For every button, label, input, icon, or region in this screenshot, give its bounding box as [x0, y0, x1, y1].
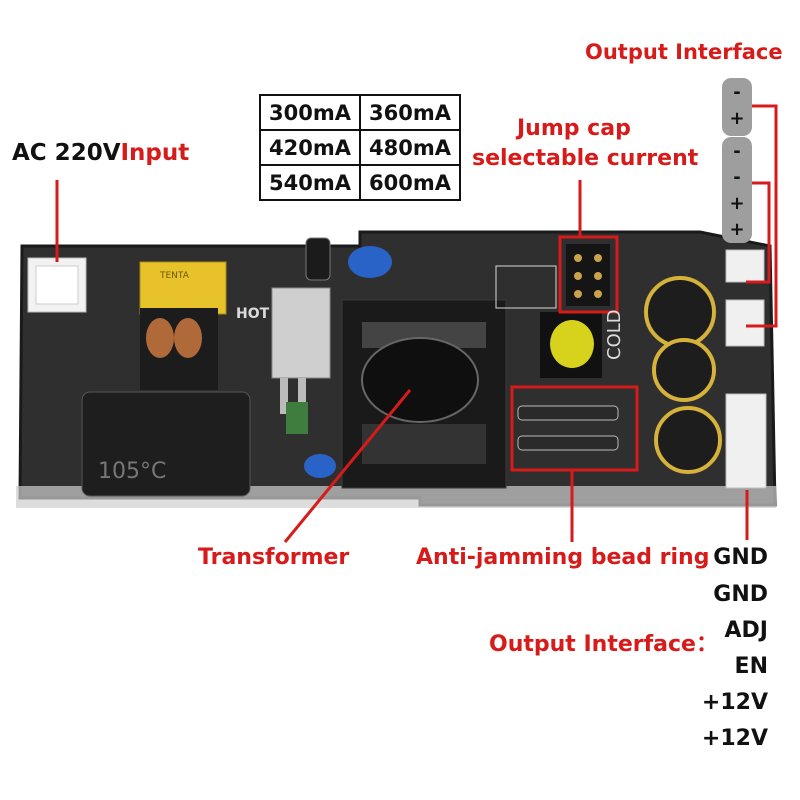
output-interface-top-label: Output Interface: [585, 40, 783, 64]
jack-pin-label: -: [733, 141, 741, 162]
output-jack-small: - +: [722, 78, 752, 136]
pin-label-adj: ADJ: [724, 618, 768, 643]
table-cell: 600mA: [359, 164, 461, 201]
table-cell: 420mA: [259, 129, 361, 166]
bead-ring-label: Anti-jamming bead ring: [416, 545, 710, 570]
ac-input-label: AC 220VInput: [12, 140, 189, 166]
capacitor-marking: 105°C: [98, 459, 166, 484]
table-cell: 300mA: [259, 94, 361, 131]
output-interface-bottom-label: Output Interface：: [489, 632, 718, 657]
jack-pin-label: -: [733, 82, 741, 103]
pin-label-12v-1: +12V: [701, 690, 768, 715]
jack-pin-label: +: [729, 193, 745, 214]
jack-pin-label: -: [733, 167, 741, 188]
jump-cap-label-line2: selectable current: [472, 146, 699, 171]
table-row: 300mA 360mA: [259, 94, 461, 131]
jack-pin-label: +: [729, 219, 745, 240]
transformer-label: Transformer: [198, 545, 350, 570]
table-cell: 360mA: [359, 94, 461, 131]
hot-silkscreen: HOT: [236, 306, 270, 322]
ac-input-text: Input: [120, 140, 190, 166]
table-cell: 540mA: [259, 164, 361, 201]
output-jack-large: - - + +: [722, 137, 752, 243]
jack-pin-label: +: [729, 108, 745, 129]
pin-label-gnd-2: GND: [713, 582, 768, 607]
ac-voltage-text: AC 220V: [12, 140, 121, 166]
table-row: 420mA 480mA: [259, 129, 461, 166]
pin-label-12v-2: +12V: [701, 726, 768, 751]
cold-silkscreen: COLD: [604, 309, 625, 360]
pin-label-en: EN: [734, 654, 768, 679]
table-row: 540mA 600mA: [259, 164, 461, 201]
table-cell: 480mA: [359, 129, 461, 166]
pin-label-gnd-1: GND: [713, 545, 768, 570]
jump-cap-label-line1: Jump cap: [517, 116, 631, 141]
tenta-marking: TENTA: [159, 271, 190, 281]
current-selection-table: 300mA 360mA 420mA 480mA 540mA 600mA: [259, 94, 461, 201]
